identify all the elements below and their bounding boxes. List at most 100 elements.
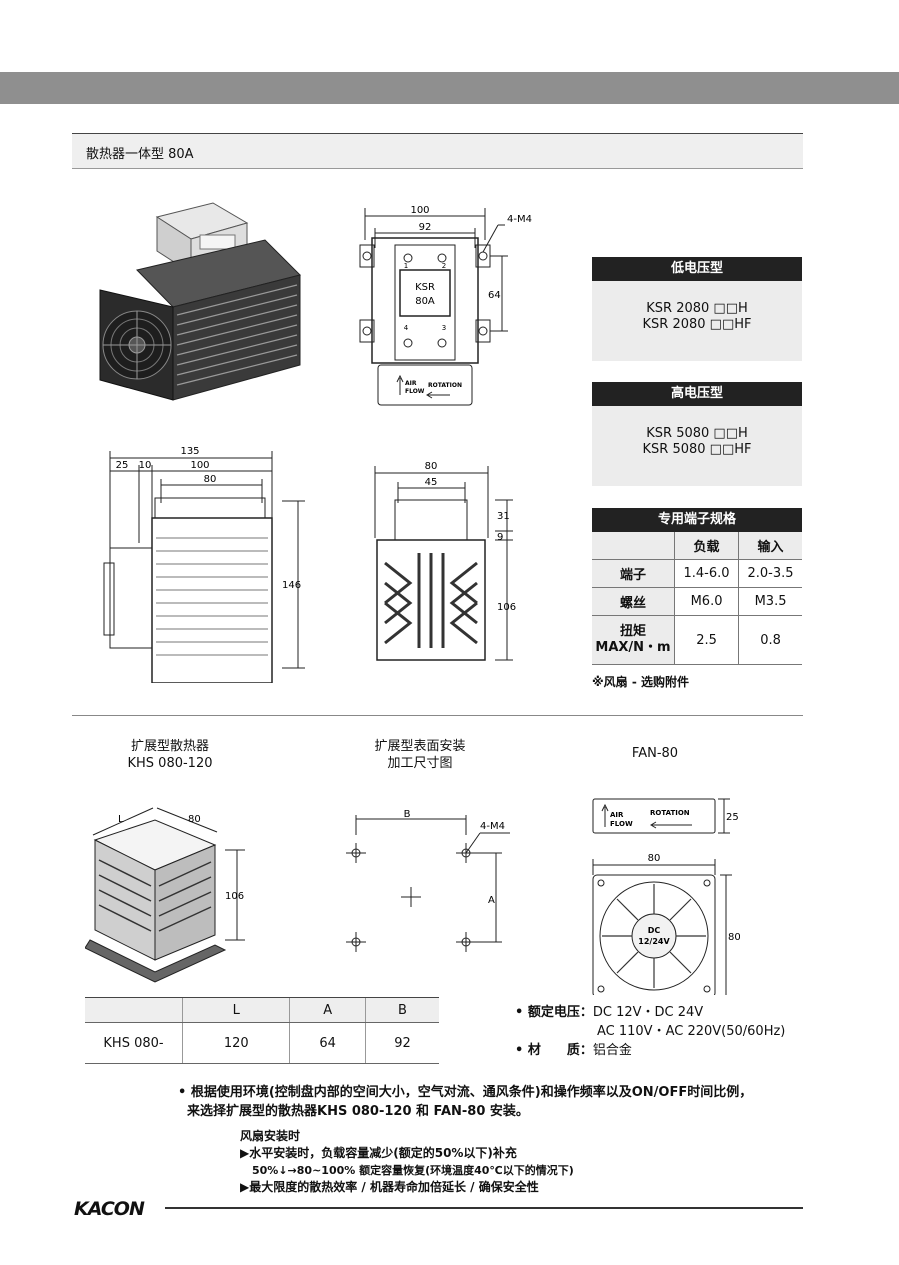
khs-row-model: KHS 080-: [85, 1022, 183, 1064]
voltage-label: • 额定电压：: [515, 1005, 593, 1020]
khs-row-a: 64: [289, 1022, 366, 1064]
dim-side-c: 100: [190, 460, 209, 471]
terminal-row-load: 1.4-6.0: [673, 559, 739, 588]
relay-label-1: KSR: [415, 282, 435, 293]
front-view-drawing: 100 92 4-M4 64 KSR 80A 1 2 4 3 AIR FLOW …: [359, 205, 532, 406]
dim-mount-screw: 4-M4: [480, 821, 505, 832]
dim-ext-h: 106: [225, 891, 244, 902]
end-view-drawing: 80 45 31 9 106: [374, 461, 516, 661]
material-value: 铝合金: [592, 1043, 632, 1058]
terminal-header-0: [592, 532, 675, 560]
fan-rotation: ROTATION: [650, 809, 690, 817]
dim-end-h2: 9: [497, 532, 503, 543]
high-voltage-box: 高电压型 KSR 5080 □□H KSR 5080 □□HF: [592, 382, 802, 486]
terminal-row-label: 端子: [592, 559, 675, 588]
fan-specs: • 额定电压：DC 12V・DC 24V AC 110V・AC 220V(50/…: [515, 1003, 815, 1060]
fan-install-note: 风扇安装时 ▶水平安装时，负载容量减少(额定的50%以下)补充 50%↓→80~…: [240, 1128, 760, 1196]
dim-screw: 4-M4: [507, 214, 532, 225]
terminal-spec-table: 专用端子规格 负载 输入 端子 1.4-6.0 2.0-3.5 螺丝 M6.0 …: [592, 508, 802, 690]
material-label: • 材 质：: [515, 1043, 593, 1058]
selection-note-1: • 根据使用环境(控制盘内部的空间大小，空气对流、通风条件)和操作频率以及ON/…: [178, 1085, 753, 1100]
dim-height: 64: [488, 290, 501, 301]
fan-flow: FLOW: [610, 820, 633, 828]
fan-install-title: 风扇安装时: [240, 1129, 301, 1143]
voltage-1: DC 12V・DC 24V: [592, 1005, 704, 1020]
fan-center-2: 12/24V: [638, 937, 670, 946]
fan-air-label: AIR: [405, 380, 417, 387]
footer-line: [165, 1207, 803, 1209]
fan-air: AIR: [610, 811, 624, 819]
side-view-drawing: 135 25 10 100 80 146: [103, 446, 305, 683]
low-voltage-title: 低电压型: [592, 257, 802, 281]
khs-header-b: B: [364, 997, 439, 1023]
dim-fan-depth: 25: [726, 812, 739, 823]
fan-option-note: ※风扇 - 选购附件: [592, 675, 690, 689]
fan-center-1: DC: [648, 926, 661, 935]
torque-row-load: 2.5: [673, 615, 739, 665]
dim-total: 100: [410, 205, 429, 216]
fan-rotation-label: ROTATION: [428, 382, 462, 389]
khs-header-l: L: [181, 997, 290, 1023]
ext-mount-drawing: B A 4-M4: [346, 809, 510, 952]
fan-title: FAN-80: [631, 746, 679, 761]
dim-end-h1: 31: [497, 511, 510, 522]
dim-side-b: 10: [139, 460, 152, 471]
torque-label-2: MAX/N・m: [595, 640, 671, 655]
section-header: 散热器一体型 80A: [72, 133, 803, 169]
khs-header-0: [85, 997, 183, 1023]
terminal-4: 4: [404, 324, 409, 332]
dim-end-inner: 45: [425, 477, 438, 488]
section-divider: [72, 715, 803, 716]
dim-fan-height: 80: [728, 932, 740, 943]
ext-heatsink-drawing: L 80 106: [85, 807, 245, 983]
terminal-1: 1: [404, 262, 408, 270]
ext-heatsink-title-1: 扩展型散热器: [130, 739, 209, 754]
terminal-spec-title: 专用端子规格: [592, 508, 802, 532]
dim-end-h3: 106: [497, 602, 516, 613]
terminal-2: 2: [442, 262, 446, 270]
ext-mount-title-1: 扩展型表面安装: [374, 739, 466, 754]
dim-side-total: 135: [180, 446, 199, 457]
high-voltage-title: 高电压型: [592, 382, 802, 406]
torque-row-label: 扭矩 MAX/N・m: [592, 615, 675, 665]
selection-note: • 根据使用环境(控制盘内部的空间大小，空气对流、通风条件)和操作频率以及ON/…: [178, 1083, 808, 1121]
section-title: 散热器一体型 80A: [86, 147, 194, 162]
high-voltage-model-2: KSR 5080 □□HF: [642, 442, 752, 457]
dim-side-d: 80: [204, 474, 217, 485]
dim-ext-w: 80: [188, 814, 201, 825]
screw-row-load: M6.0: [673, 587, 739, 616]
header-bar: [0, 72, 899, 104]
fan-install-3: ▶最大限度的散热效率 / 机器寿命加倍延长 / 确保安全性: [240, 1180, 539, 1194]
dim-mount-b: B: [404, 809, 411, 820]
terminal-table: 负载 输入 端子 1.4-6.0 2.0-3.5 螺丝 M6.0 M3.5 扭矩…: [592, 532, 802, 665]
voltage-2: AC 110V・AC 220V(50/60Hz): [597, 1024, 786, 1039]
dim-fan-width: 80: [648, 853, 661, 864]
low-voltage-box: 低电压型 KSR 2080 □□H KSR 2080 □□HF: [592, 257, 802, 361]
khs-header-a: A: [289, 997, 366, 1023]
torque-row-input: 0.8: [738, 615, 802, 665]
dim-ext-l: L: [118, 814, 124, 825]
terminal-header-load: 负载: [673, 532, 739, 560]
ext-heatsink-title: 扩展型散热器 KHS 080-120: [90, 738, 250, 772]
fan-flow-label: FLOW: [405, 388, 425, 395]
dim-mount-a: A: [488, 895, 495, 906]
kacon-logo: KACON: [74, 1198, 145, 1220]
selection-note-2: 来选择扩展型的散热器KHS 080-120 和 FAN-80 安装。: [187, 1104, 529, 1119]
fan-install-1: ▶水平安装时，负载容量减少(额定的50%以下)补充: [240, 1146, 517, 1160]
torque-label-1: 扭矩: [619, 624, 646, 639]
ext-mount-title-2: 加工尺寸图: [387, 756, 453, 771]
screw-row-label: 螺丝: [592, 587, 675, 616]
fan-drawing: AIR FLOW ROTATION 25 80 80 DC 12/24V: [592, 798, 740, 995]
khs-table: L A B KHS 080- 120 64 92: [85, 997, 439, 1064]
terminal-3: 3: [442, 324, 446, 332]
high-voltage-model-1: KSR 5080 □□H: [646, 426, 748, 441]
terminal-header-input: 输入: [738, 532, 802, 560]
ext-heatsink-title-2: KHS 080-120: [127, 756, 213, 771]
screw-row-input: M3.5: [738, 587, 802, 616]
ext-mount-title: 扩展型表面安装 加工尺寸图: [340, 738, 500, 772]
dim-inner: 92: [419, 222, 432, 233]
khs-row-l: 120: [181, 1022, 290, 1064]
relay-label-2: 80A: [415, 296, 435, 307]
fan-install-2: 50%↓→80~100% 额定容量恢复(环境温度40℃以下的情况下): [252, 1164, 574, 1177]
low-voltage-model-1: KSR 2080 □□H: [646, 301, 748, 316]
